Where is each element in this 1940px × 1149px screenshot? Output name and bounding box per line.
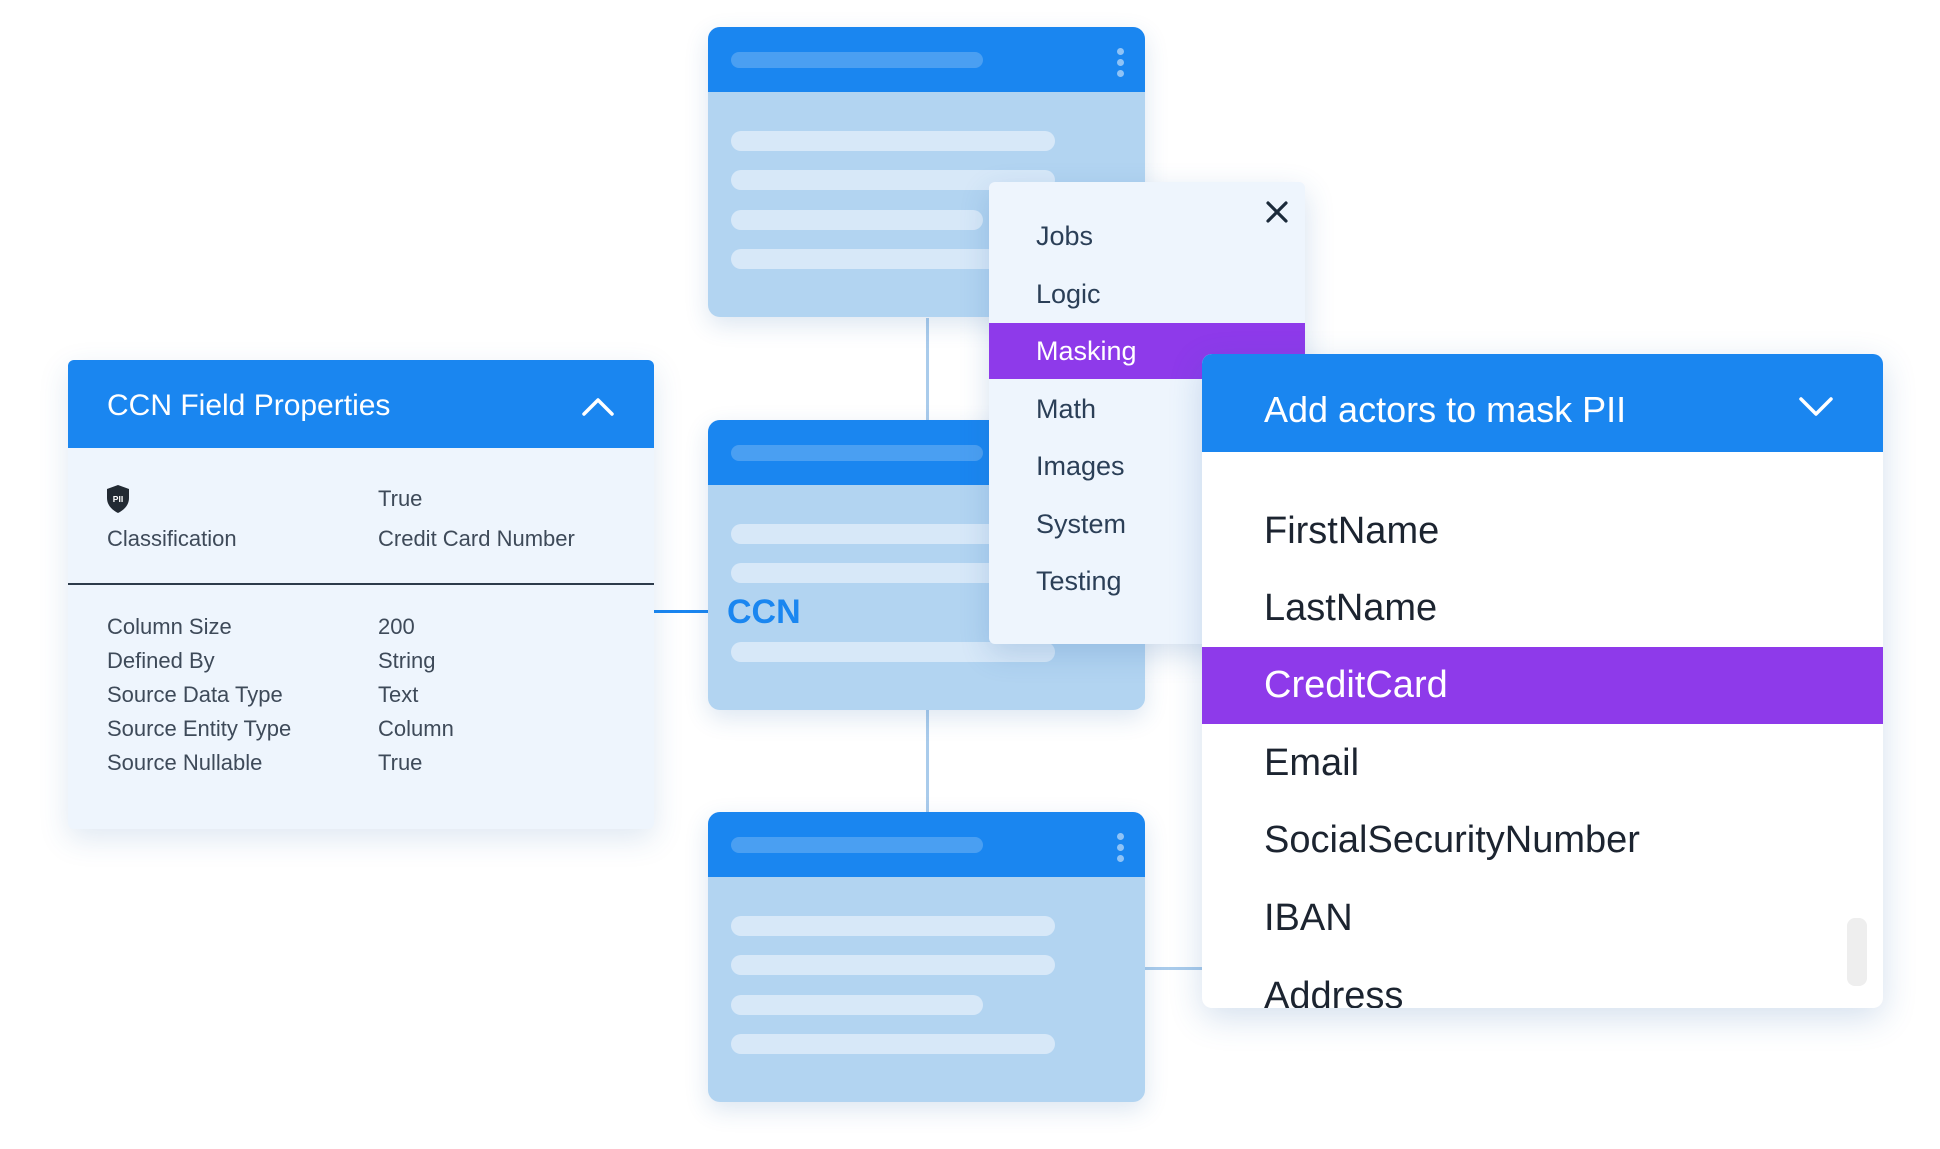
property-value: 200 [378, 614, 415, 639]
kebab-menu-icon[interactable] [1117, 833, 1125, 863]
node-line [731, 916, 1055, 936]
dropdown-option-label: CreditCard [1264, 664, 1448, 706]
actors-dropdown: Add actors to mask PII FirstName LastNam… [1202, 354, 1883, 1008]
menu-item-testing[interactable]: Testing [989, 553, 1305, 609]
field-properties-panel: CCN Field Properties PII True Classifica… [68, 360, 654, 829]
chevron-down-icon[interactable] [1796, 394, 1836, 420]
dropdown-option-creditcard[interactable]: CreditCard [1202, 647, 1883, 724]
menu-item-label: Testing [1036, 566, 1122, 596]
property-label: Source Nullable [107, 750, 263, 775]
node-line [731, 170, 1055, 190]
node-title-placeholder [731, 52, 983, 68]
flow-node-bottom[interactable] [708, 812, 1145, 1102]
menu-item-math[interactable]: Math [989, 381, 1305, 437]
menu-item-label: Jobs [1036, 221, 1094, 251]
node-line [731, 210, 983, 230]
menu-item-label: Logic [1036, 279, 1101, 309]
property-value: Text [378, 682, 419, 707]
ccn-field-label[interactable]: CCN [727, 593, 801, 631]
connector-to-dropdown [1144, 967, 1204, 970]
dropdown-option-ssn[interactable]: SocialSecurityNumber [1202, 802, 1883, 879]
connector-bottom [926, 708, 929, 812]
node-header [708, 27, 1145, 92]
classification-label: Classification [107, 526, 237, 551]
svg-text:PII: PII [113, 494, 123, 504]
menu-item-label: Math [1036, 394, 1097, 424]
menu-item-label: Images [1036, 451, 1125, 481]
panel-title: CCN Field Properties [107, 389, 391, 422]
dropdown-option-label: Email [1264, 742, 1360, 784]
classification-value: Credit Card Number [378, 526, 575, 551]
panel-divider [68, 583, 654, 585]
dropdown-option-label: LastName [1264, 587, 1438, 629]
dropdown-option-label: Address [1264, 975, 1404, 1008]
node-title-placeholder [731, 837, 983, 853]
close-icon[interactable] [1262, 197, 1292, 227]
dropdown-option-email[interactable]: Email [1202, 725, 1883, 802]
panel-header[interactable]: CCN Field Properties [68, 360, 654, 448]
dropdown-option-iban[interactable]: IBAN [1202, 880, 1883, 957]
menu-item-system[interactable]: System [989, 496, 1305, 552]
property-label: Source Data Type [107, 682, 283, 707]
menu-item-label: System [1036, 509, 1127, 539]
node-line [731, 1034, 1055, 1054]
dropdown-option-label: FirstName [1264, 510, 1440, 552]
dropdown-option-firstname[interactable]: FirstName [1202, 493, 1883, 570]
node-line [731, 955, 1055, 975]
pii-shield-icon: PII [107, 485, 129, 513]
dropdown-option-label: SocialSecurityNumber [1264, 819, 1640, 861]
property-value: True [378, 750, 423, 775]
classification-flag-value: True [378, 486, 423, 511]
dropdown-scrollbar[interactable] [1847, 918, 1867, 986]
property-label: Source Entity Type [107, 716, 292, 741]
dropdown-option-address[interactable]: Address [1202, 958, 1883, 1008]
menu-item-label: Masking [1036, 336, 1137, 366]
node-line [731, 131, 1055, 151]
chevron-up-icon[interactable] [578, 390, 618, 420]
node-line [731, 249, 1055, 269]
dropdown-header[interactable]: Add actors to mask PII [1202, 354, 1883, 452]
connector-ccn [654, 610, 721, 613]
menu-item-images[interactable]: Images [989, 438, 1305, 494]
node-header [708, 812, 1145, 877]
property-value: Column [378, 716, 454, 741]
node-title-placeholder [731, 445, 983, 461]
kebab-menu-icon[interactable] [1117, 48, 1125, 78]
menu-item-jobs[interactable]: Jobs [989, 208, 1305, 264]
dropdown-option-lastname[interactable]: LastName [1202, 570, 1883, 647]
property-label: Defined By [107, 648, 215, 673]
node-line [731, 524, 1055, 544]
connector-top [926, 318, 929, 420]
menu-item-logic[interactable]: Logic [989, 266, 1305, 322]
node-line [731, 642, 1055, 662]
dropdown-option-label: IBAN [1264, 897, 1353, 939]
property-label: Column Size [107, 614, 232, 639]
property-value: String [378, 648, 436, 673]
dropdown-title: Add actors to mask PII [1264, 389, 1627, 430]
node-line [731, 563, 1055, 583]
node-line [731, 995, 983, 1015]
